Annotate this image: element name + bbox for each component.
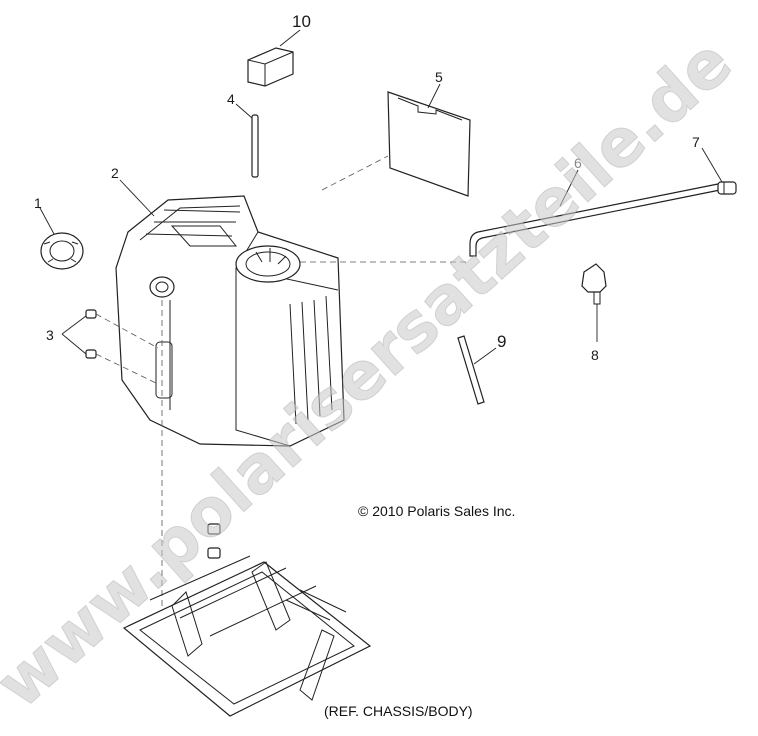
callout-4: 4 <box>227 91 235 107</box>
leader-1 <box>39 207 55 235</box>
callout-9: 9 <box>497 332 506 351</box>
leader-3b <box>61 333 87 355</box>
leader-7 <box>701 147 723 183</box>
callout-1: 1 <box>34 195 42 211</box>
part-7-fitting <box>717 181 737 195</box>
part-5-pad <box>387 91 471 197</box>
part-6-hose <box>469 183 721 257</box>
leader-9 <box>473 347 497 365</box>
part-3-bolts <box>85 309 97 359</box>
callout-7: 7 <box>692 134 700 150</box>
leader-5 <box>427 83 441 109</box>
part-2-tank <box>115 195 345 447</box>
dashed-line-5 <box>321 155 389 191</box>
part-8-clip <box>581 263 607 305</box>
part-10-block <box>247 47 294 87</box>
part-9-strap <box>457 335 485 405</box>
callout-2: 2 <box>111 165 119 181</box>
chassis-fasteners <box>207 523 221 559</box>
leader-2 <box>119 179 155 217</box>
chassis-frame <box>122 555 372 717</box>
dashed-line-3b <box>95 353 159 385</box>
callout-5: 5 <box>435 69 443 85</box>
dashed-line-3a <box>95 313 159 349</box>
callout-8: 8 <box>591 347 599 363</box>
callout-10: 10 <box>292 12 311 31</box>
watermark-text: www.polarisersatzteile.de <box>0 23 746 723</box>
leader-3a <box>61 315 87 335</box>
callout-6: 6 <box>574 155 582 171</box>
leader-10 <box>279 29 301 47</box>
leader-4 <box>235 103 253 119</box>
copyright-text: © 2010 Polaris Sales Inc. <box>358 503 515 519</box>
callout-3: 3 <box>46 327 54 343</box>
part-1-cap <box>40 232 84 270</box>
part-4-rod <box>251 114 259 178</box>
reference-note: (REF. CHASSIS/BODY) <box>324 703 473 719</box>
leader-6 <box>559 169 579 207</box>
